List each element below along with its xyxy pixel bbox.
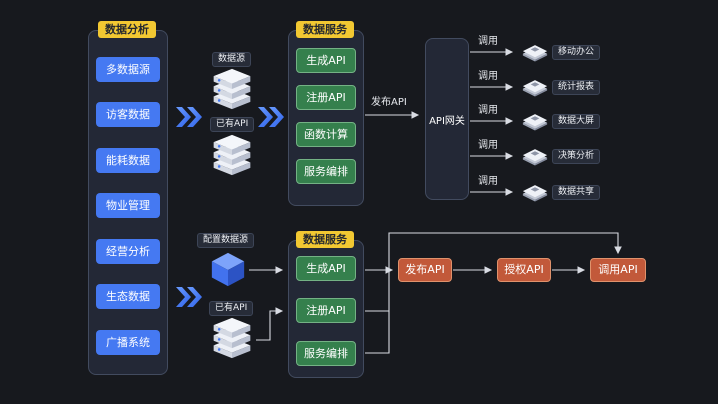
node-generate-api: 生成API: [296, 48, 356, 73]
data-service-tag-bottom: 数据服务: [296, 231, 354, 248]
sidebar-item-energy-data: 能耗数据: [96, 148, 160, 173]
node-register-api: 注册API: [296, 85, 356, 110]
invoke-label: 调用: [478, 140, 498, 151]
chevron-arrow-icon: [176, 107, 202, 127]
chevron-arrow-icon: [258, 107, 284, 127]
step-publish-api: 发布API: [398, 258, 452, 282]
api-gateway: API网关: [425, 38, 469, 200]
invoke-label: 调用: [478, 36, 498, 47]
step-authorize-api: 授权API: [497, 258, 551, 282]
sidebar-item-property-mgmt: 物业管理: [96, 193, 160, 218]
consumer-mobile-office: 移动办公: [552, 45, 601, 60]
sidebar-item-visitor-data: 访客数据: [96, 102, 160, 127]
dashboard-screen-icon: [519, 108, 551, 134]
node-register-api-bottom: 注册API: [296, 298, 356, 323]
database-server-icon: [210, 67, 254, 111]
invoke-label: 调用: [478, 105, 498, 116]
decision-analysis-icon: [519, 143, 551, 169]
api-server-icon: [210, 132, 254, 178]
node-service-orchestration: 服务编排: [296, 159, 356, 184]
data-analysis-tag: 数据分析: [98, 21, 156, 38]
api-server-icon: [210, 316, 254, 360]
invoke-label: 调用: [478, 71, 498, 82]
consumer-data-screen: 数据大屏: [552, 114, 601, 129]
sidebar-item-multi-data-source: 多数据源: [96, 57, 160, 82]
datasource-cube-icon: [209, 250, 247, 288]
data-share-icon: [519, 179, 551, 205]
config-datasource-label: 配置数据源: [197, 233, 255, 248]
report-icon: [519, 74, 551, 100]
existing-api-label: 已有API: [210, 117, 255, 132]
consumer-decision-analysis: 决策分析: [552, 149, 601, 164]
step-invoke-api: 调用API: [590, 258, 646, 282]
chevron-arrow-icon: [176, 287, 202, 307]
consumer-data-share: 数据共享: [552, 185, 601, 200]
data-service-tag-top: 数据服务: [296, 21, 354, 38]
invoke-label: 调用: [478, 176, 498, 187]
sidebar-item-business-analysis: 经营分析: [96, 239, 160, 264]
node-generate-api-bottom: 生成API: [296, 256, 356, 281]
existing-api-label-bottom: 已有API: [209, 301, 254, 316]
consumer-stat-report: 统计报表: [552, 80, 601, 95]
mobile-office-icon: [519, 39, 551, 65]
datasource-label: 数据源: [212, 52, 252, 67]
sidebar-item-eco-data: 生态数据: [96, 284, 160, 309]
sidebar-item-broadcast-system: 广播系统: [96, 330, 160, 355]
node-service-orchestration-bottom: 服务编排: [296, 341, 356, 366]
node-function-compute: 函数计算: [296, 122, 356, 147]
publish-api-arrow-label: 发布API: [371, 97, 407, 108]
